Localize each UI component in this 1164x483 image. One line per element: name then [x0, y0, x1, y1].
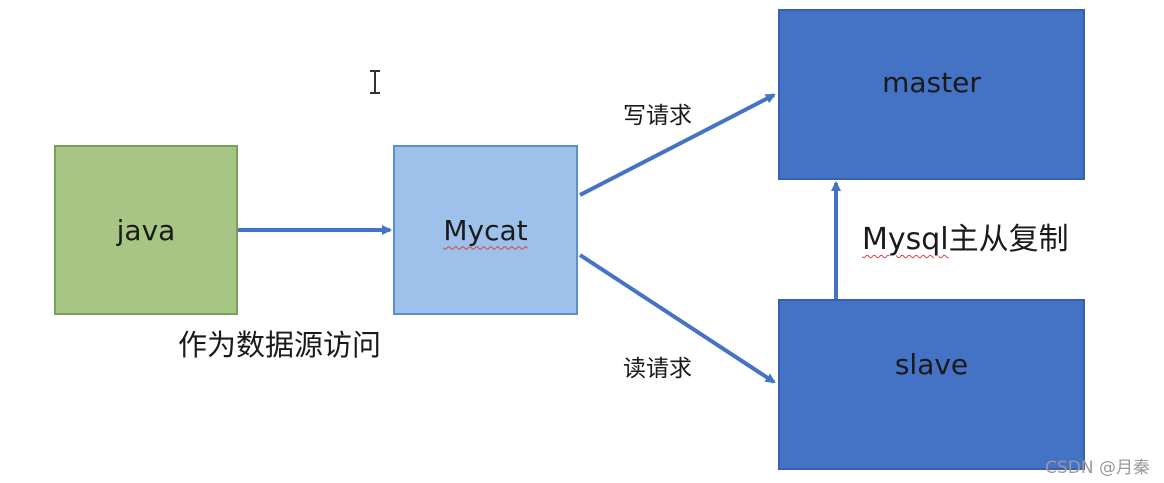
java-node-label: java: [116, 213, 176, 247]
replication-label-rest: 主从复制: [948, 222, 1069, 257]
mycat-node-label: Mycat: [443, 213, 528, 247]
arrow-mycat-to-slave: [578, 253, 776, 384]
slave-node-label: slave: [894, 348, 969, 381]
java-node: java: [54, 145, 238, 315]
arrow-mycat-to-master: [579, 93, 776, 197]
text-cursor-icon: [370, 70, 380, 94]
write-request-label: 写请求: [623, 103, 692, 129]
java-caption: 作为数据源访问: [178, 328, 382, 362]
mycat-node: Mycat: [393, 145, 578, 315]
watermark: CSDN @月秦: [1045, 458, 1150, 478]
slave-node: slave: [778, 299, 1085, 470]
read-request-label: 读请求: [623, 356, 692, 382]
replication-label: Mysql主从复制: [862, 214, 1069, 258]
master-node-label: master: [882, 66, 981, 99]
master-node: master: [778, 9, 1085, 180]
replication-label-mysql: Mysql: [862, 222, 949, 257]
